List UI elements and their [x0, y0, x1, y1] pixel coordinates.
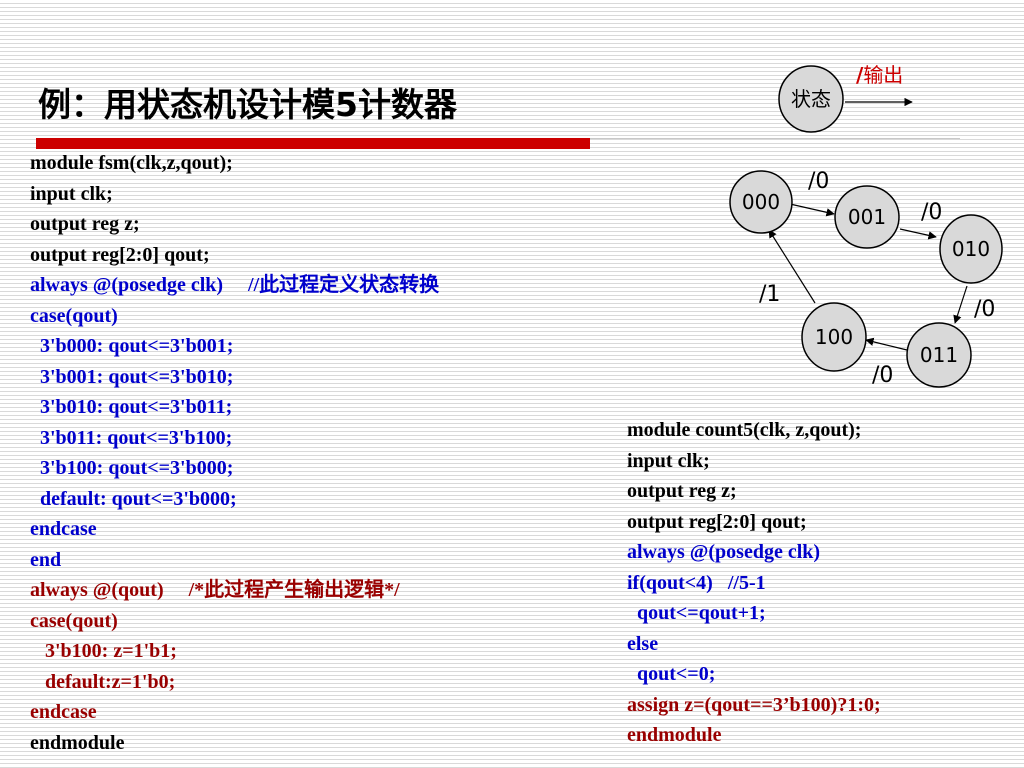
state-label-000: 000	[742, 190, 780, 214]
fsm-code-line: output reg z;	[30, 213, 140, 235]
count5-code-line: if(qout<4) //5-1	[627, 571, 766, 594]
state-node-000: 000	[729, 170, 793, 234]
fsm-code-line: case(qout)	[30, 609, 118, 632]
fsm-code-line: output reg[2:0] qout;	[30, 243, 210, 266]
transition-100-000	[768, 229, 816, 304]
fsm-code-line: case(qout)	[30, 304, 118, 327]
title-underline-grey	[590, 138, 960, 139]
edge-label-001-010: /0	[921, 200, 942, 225]
fsm-code-line: 3'b010: qout<=3'b011;	[30, 396, 233, 418]
state-node-100: 100	[801, 302, 867, 372]
fsm-code-line: input clk;	[30, 182, 113, 205]
count5-code-line: always @(posedge clk)	[627, 541, 821, 563]
state-label-001: 001	[848, 205, 886, 229]
count5-code-line: qout<=0;	[627, 663, 716, 685]
legend-state-label: 状态	[791, 87, 831, 111]
fsm-code-line: end	[30, 548, 62, 571]
fsm-code-line: always @(posedge clk) //此过程定义状态转换	[30, 274, 440, 296]
count5-code-block: module count5(clk, z,qout); input clk; out…	[627, 415, 881, 751]
edge-label-100-000: /1	[759, 282, 780, 307]
fsm-code-line: 3'b001: qout<=3'b010;	[30, 365, 234, 388]
count5-code-line: output reg z;	[627, 480, 737, 502]
count5-code-line: qout<=qout+1;	[627, 602, 766, 624]
edge-label-011-100: /0	[872, 363, 893, 388]
fsm-code-line: default:z=1'b0;	[30, 670, 176, 693]
count5-code-line: else	[627, 632, 659, 655]
fsm-code-block: module fsm(clk,z,qout); input clk; output …	[30, 148, 439, 758]
state-label-100: 100	[815, 325, 853, 349]
legend-output-label: /输出	[856, 63, 903, 87]
count5-code-line: output reg[2:0] qout;	[627, 510, 807, 533]
edge-label-010-011: /0	[974, 297, 995, 322]
count5-code-line: module count5(clk, z,qout);	[627, 419, 862, 441]
state-node-011: 011	[906, 322, 972, 388]
transition-000-001	[789, 203, 835, 217]
count5-code-line: endmodule	[627, 724, 722, 746]
page-title: 例：用状态机设计模5计数器	[38, 85, 457, 124]
legend-output-text: 输出	[863, 63, 903, 87]
state-label-011: 011	[920, 343, 958, 367]
legend-state-circle	[778, 65, 844, 133]
title-underline-red	[36, 138, 590, 149]
legend: 状态 /输出	[778, 63, 913, 133]
fsm-code-line: endcase	[30, 518, 97, 540]
transition-010-011	[953, 285, 968, 324]
transition-011-100	[865, 337, 908, 351]
fsm-code-line: module fsm(clk,z,qout);	[30, 152, 233, 174]
fsm-code-line: default: qout<=3'b000;	[30, 487, 237, 510]
state-node-010: 010	[939, 214, 1003, 284]
fsm-code-line: 3'b011: qout<=3'b100;	[30, 426, 233, 449]
state-label-010: 010	[952, 237, 990, 261]
count5-code-line: assign z=(qout==3’b100)?1:0;	[627, 693, 881, 716]
state-node-001: 001	[834, 185, 900, 249]
fsm-code-line: endmodule	[30, 731, 125, 754]
fsm-code-line: 3'b100: z=1'b1;	[30, 640, 177, 662]
fsm-code-line: always @(qout) /*此过程产生输出逻辑*/	[30, 579, 400, 601]
transition-001-010	[899, 228, 937, 240]
count5-code-line: input clk;	[627, 449, 710, 472]
legend-output-slash: /	[856, 63, 864, 87]
fsm-code-line: endcase	[30, 701, 97, 723]
fsm-code-line: 3'b000: qout<=3'b001;	[30, 335, 234, 357]
fsm-code-line: 3'b100: qout<=3'b000;	[30, 457, 234, 479]
edge-label-000-001: /0	[808, 169, 829, 194]
